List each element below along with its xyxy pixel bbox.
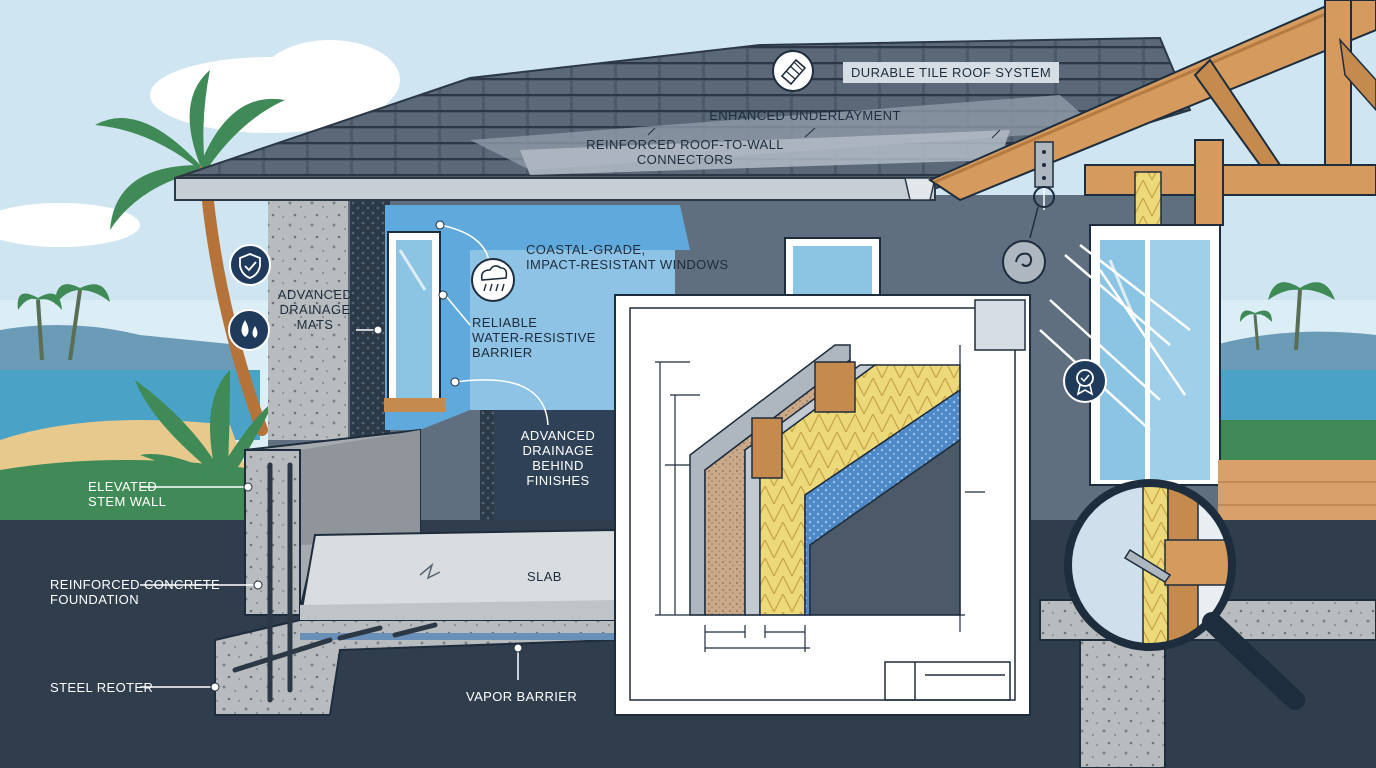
grass-right	[1215, 420, 1376, 460]
label-water-barrier: RELIABLE WATER-RESISTIVE BARRIER	[472, 315, 596, 360]
label-stem-wall: ELEVATED STEM WALL	[88, 479, 167, 509]
water-drops-icon	[228, 309, 270, 351]
label-windows: COASTAL-GRADE, IMPACT-RESISTANT WINDOWS	[526, 242, 729, 272]
window-small	[784, 237, 881, 299]
dimension-lines	[655, 345, 985, 652]
label-connectors: REINFORCED ROOF-TO-WALL CONNECTORS	[586, 137, 784, 167]
rain-cloud-icon	[471, 258, 515, 302]
island-right	[1215, 331, 1376, 380]
drainage-behind-finishes	[480, 410, 615, 535]
wind-swirl-icon	[1002, 186, 1055, 284]
label-foundation: REINFORCED CONCRETE FOUNDATION	[50, 577, 221, 607]
shield-check-icon	[229, 244, 271, 286]
magnifier	[1064, 479, 1305, 710]
wall-section-detail-card	[614, 294, 1031, 716]
detail-stud-2	[814, 361, 856, 413]
vapor-barrier-sheet	[300, 633, 615, 640]
connector-zone	[520, 130, 1010, 175]
label-drainage-finishes: ADVANCED DRAINAGE BEHIND FINISHES	[520, 428, 596, 488]
island-left	[0, 325, 240, 380]
tropical-plant	[135, 370, 275, 475]
label-vapor-barrier: VAPOR BARRIER	[466, 689, 578, 704]
impact-window	[384, 231, 446, 412]
leader-dots	[210, 220, 523, 692]
palm-tree-right	[1240, 282, 1335, 351]
grass-left	[0, 460, 270, 520]
steel-rebar	[232, 462, 438, 703]
concrete-block-wall	[268, 195, 348, 440]
label-rebar: STEEL REOTER	[50, 680, 154, 695]
roof-pointers	[647, 127, 1001, 139]
tile-icon	[772, 50, 814, 92]
palm-tree-small-left	[17, 284, 110, 361]
pier-foundation-right	[1079, 639, 1166, 768]
certified-badge-icon	[1063, 359, 1107, 403]
detail-stud-1	[751, 417, 783, 479]
label-underlayment: ENHANCED UNDERLAYMENT	[709, 108, 901, 123]
slab	[298, 528, 616, 621]
label-roof-system: DURABLE TILE ROOF SYSTEM	[843, 62, 1060, 83]
title-block	[884, 661, 1011, 701]
label-slab: SLAB	[527, 569, 562, 584]
label-drainage-mats: ADVANCED DRAINAGE MATS	[277, 287, 353, 332]
metal-strap-connector	[1034, 141, 1054, 188]
sea-right	[1215, 370, 1376, 425]
drainage-mat-strip	[350, 200, 390, 440]
fascia-gutter	[174, 177, 936, 201]
clouds	[0, 40, 400, 247]
